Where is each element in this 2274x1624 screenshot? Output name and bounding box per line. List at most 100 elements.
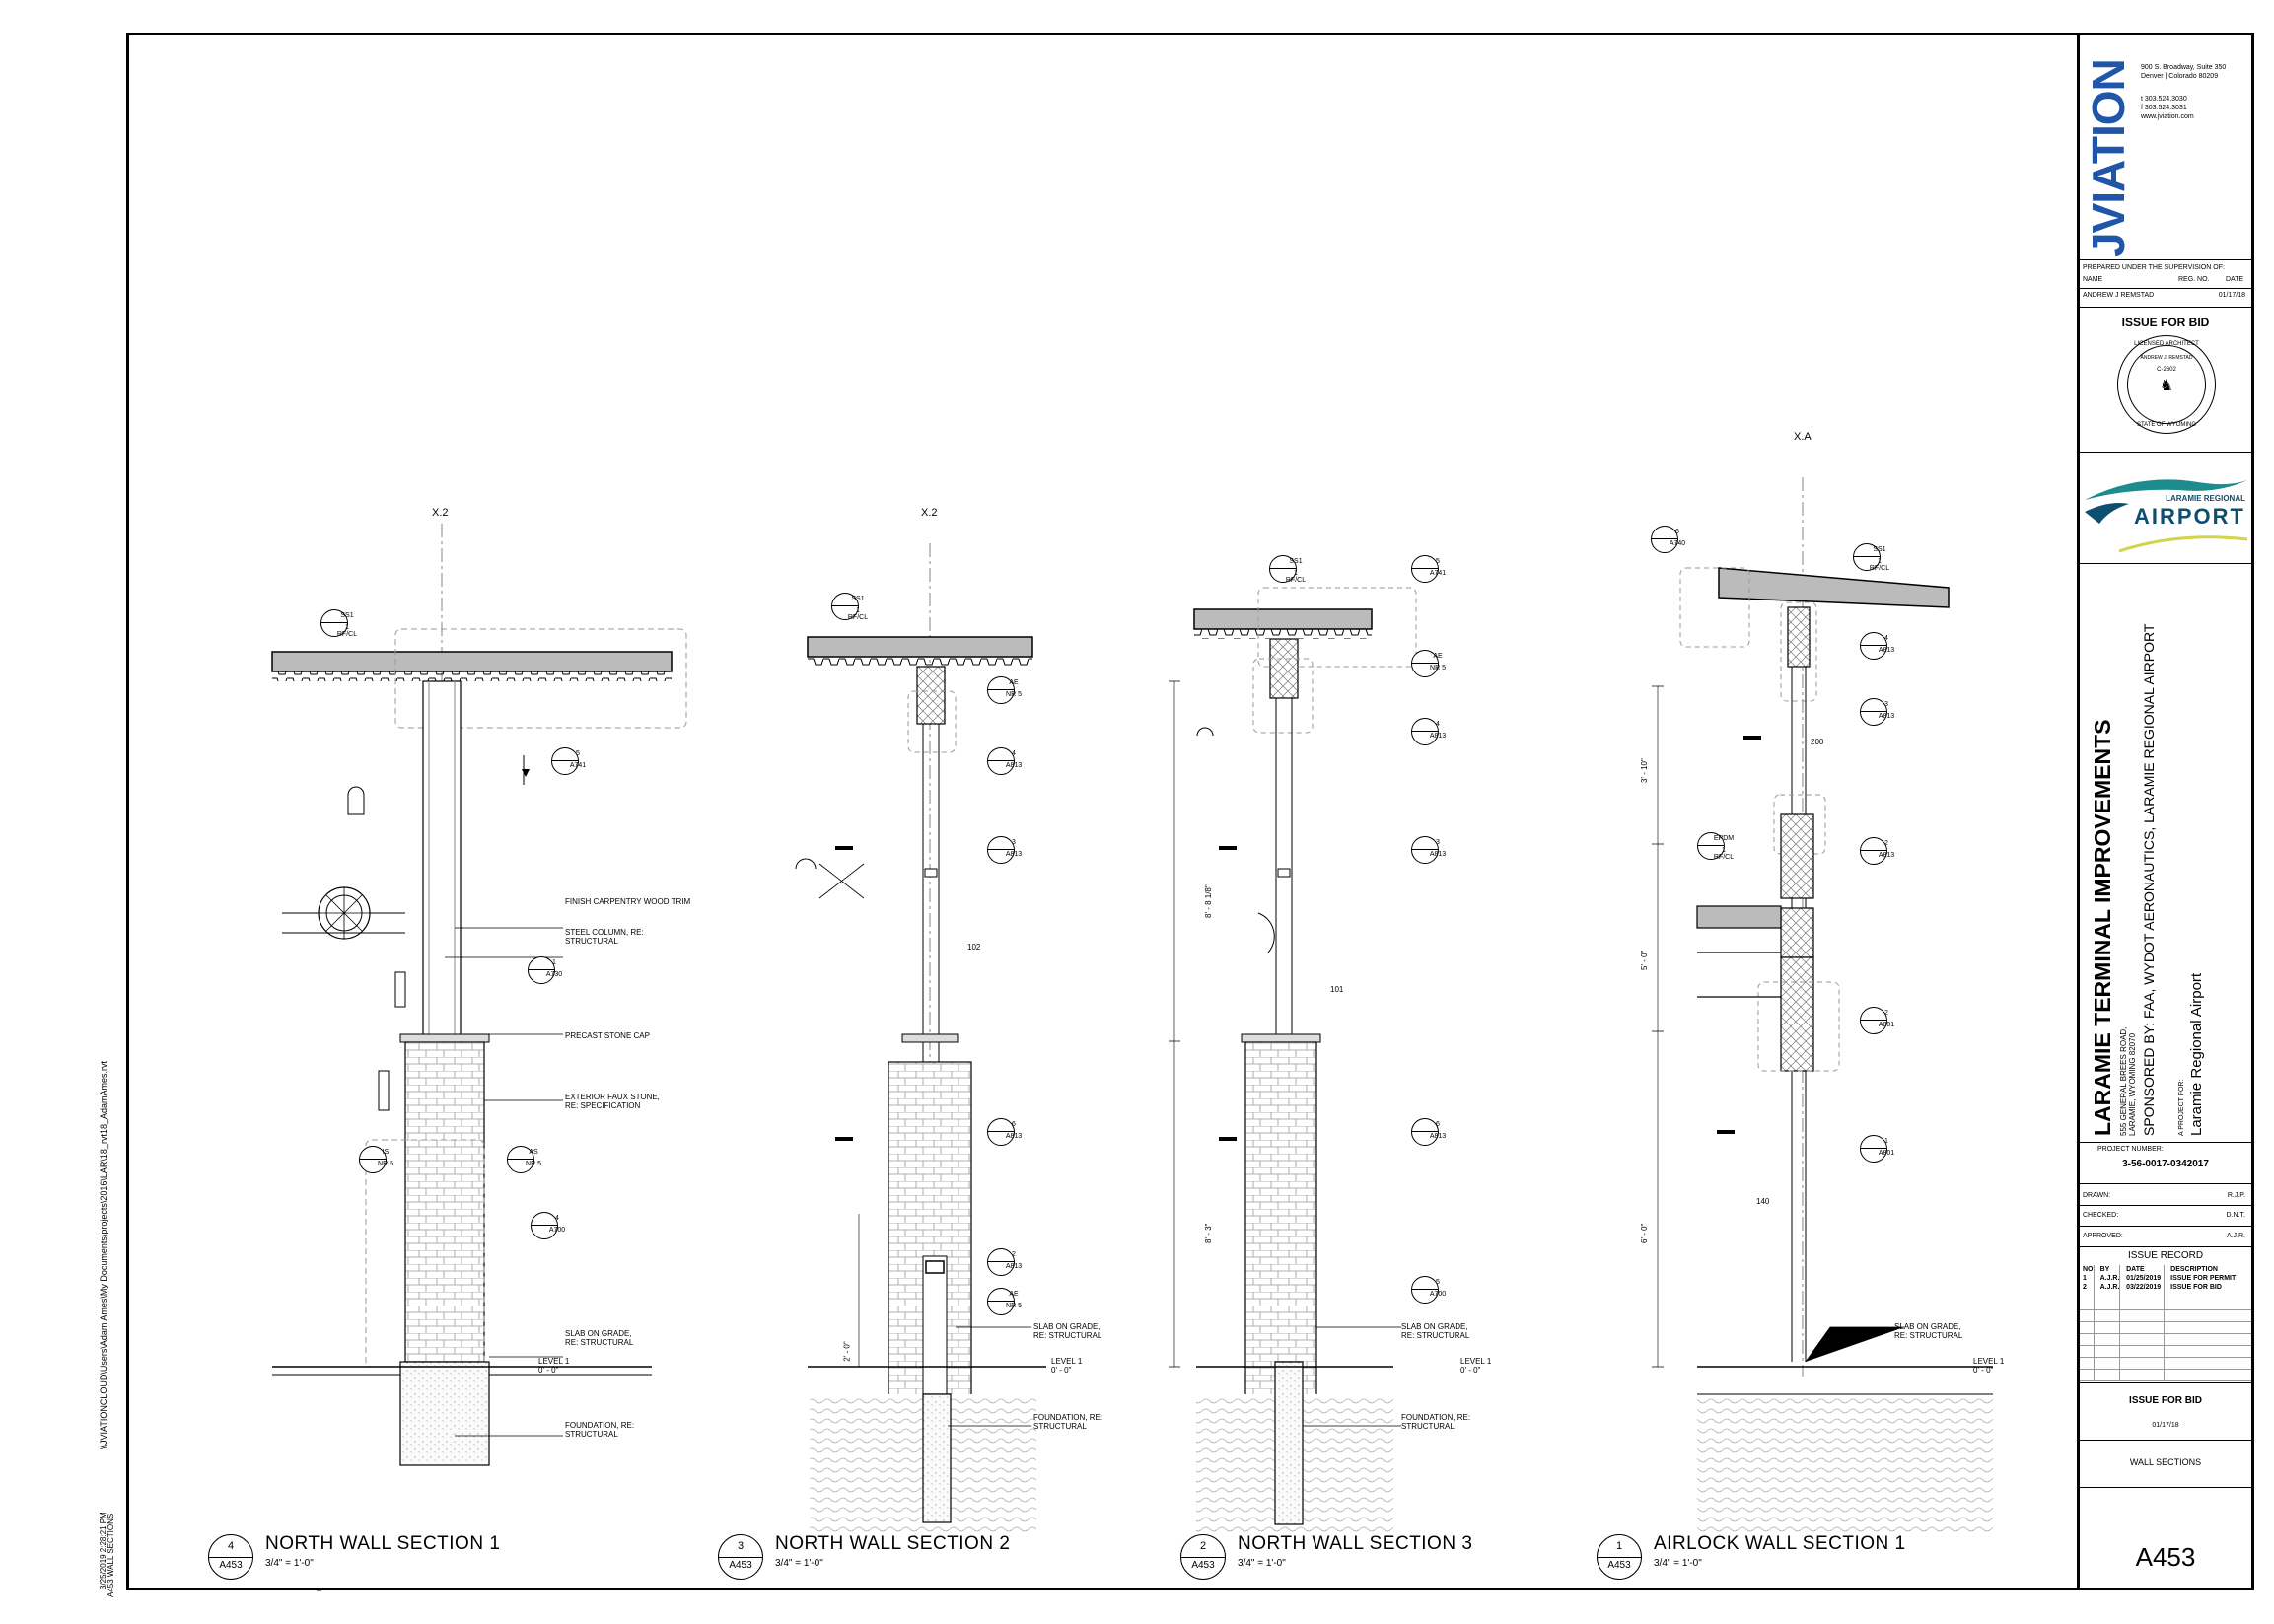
grid-label-x2-b: X.2 — [921, 507, 938, 519]
note-slab-1: SLAB ON GRADE, RE: STRUCTURAL — [565, 1329, 634, 1347]
note-stone-cap: PRECAST STONE CAP — [565, 1031, 650, 1040]
section-1 — [271, 524, 687, 1466]
note-slab-4: SLAB ON GRADE, RE: STRUCTURAL — [1894, 1322, 1963, 1340]
view-title-3: NORTH WALL SECTION 3 — [1238, 1533, 1473, 1554]
project-client: Laramie Regional Airport — [2188, 972, 2205, 1136]
note-foundation-2: FOUNDATION, RE: STRUCTURAL — [1033, 1413, 1103, 1431]
note-finish-carpentry: FINISH CARPENTRY WOOD TRIM — [565, 897, 691, 906]
view-title-1: NORTH WALL SECTION 1 — [265, 1533, 501, 1554]
architect-seal: LICENSED ARCHITECT ANDREW J. REMSTAD C-2… — [2117, 335, 2216, 434]
title-block: JVIATION 900 S. Broadway, Suite 350 Denv… — [2077, 35, 2251, 1588]
project-number: 3-56-0017-0342017 — [2122, 1159, 2209, 1169]
project-address: 555 GENERAL BREES ROAD, LARAMIE, WYOMING… — [2119, 1026, 2137, 1136]
note-faux-stone: EXTERIOR FAUX STONE, RE: SPECIFICATION — [565, 1093, 660, 1110]
supervision-block: PREPARED UNDER THE SUPERVISION OF: NAME … — [2080, 260, 2251, 308]
project-number-block: PROJECT NUMBER: 3-56-0017-0342017 — [2080, 1143, 2251, 1184]
view-scale-3: 3/4" = 1'-0" — [1238, 1558, 1286, 1569]
room-200: 200 — [1811, 738, 1824, 746]
view-scale-2: 3/4" = 1'-0" — [775, 1558, 823, 1569]
view-scale-1: 3/4" = 1'-0" — [265, 1558, 314, 1569]
section-4 — [1652, 477, 1993, 1532]
room-140: 140 — [1756, 1197, 1770, 1206]
view-title-2: NORTH WALL SECTION 2 — [775, 1533, 1011, 1554]
project-sponsor: SPONSORED BY: FAA, WYDOT AERONAUTICS, LA… — [2141, 623, 2157, 1136]
room-101: 101 — [1330, 985, 1344, 994]
room-102: 102 — [967, 943, 981, 952]
grid-label-xa: X.A — [1794, 431, 1812, 443]
sheet-side-label: A453 WALL SECTIONS — [107, 1513, 115, 1597]
issue-status-block: ISSUE FOR BID 01/17/18 — [2080, 1383, 2251, 1441]
sheet-title-block: WALL SECTIONS — [2080, 1441, 2251, 1488]
project-for-label: A PROJECT FOR: — [2178, 1079, 2185, 1136]
firm-address: 900 S. Broadway, Suite 350 Denver | Colo… — [2141, 64, 2227, 120]
section-3 — [1169, 587, 1417, 1532]
project-block: LARAMIE TERMINAL IMPROVEMENTS 555 GENERA… — [2080, 564, 2251, 1143]
wall-sections-drawing — [271, 477, 1993, 1591]
client-logo-block: LARAMIE REGIONAL AIRPORT — [2080, 453, 2251, 564]
note-steel-column: STEEL COLUMN, RE: STRUCTURAL — [565, 928, 644, 946]
stamp-block: ISSUE FOR BID LICENSED ARCHITECT ANDREW … — [2080, 308, 2251, 453]
credits-block: DRAWN:R.J.P. CHECKED:D.N.T. APPROVED:A.J… — [2080, 1184, 2251, 1247]
project-title: LARAMIE TERMINAL IMPROVEMENTS — [2090, 719, 2115, 1136]
sheet-title: WALL SECTIONS — [2129, 1457, 2202, 1467]
section-2 — [795, 543, 1046, 1532]
note-foundation-1: FOUNDATION, RE: STRUCTURAL — [565, 1421, 635, 1439]
note-foundation-3: FOUNDATION, RE: STRUCTURAL — [1401, 1413, 1471, 1431]
stamp-issue-title: ISSUE FOR BID — [2121, 316, 2210, 329]
note-slab-2: SLAB ON GRADE, RE: STRUCTURAL — [1033, 1322, 1102, 1340]
file-path-label: \\JVIATIONCLOUD\Users\Adam Ames\My Docum… — [99, 1061, 108, 1449]
firm-block: JVIATION 900 S. Broadway, Suite 350 Denv… — [2080, 35, 2251, 260]
sheet-number: A453 — [2135, 1542, 2196, 1572]
dim-2-0: 2' - 0" — [842, 1341, 852, 1362]
firm-logo: JVIATION — [2083, 59, 2134, 257]
view-scale-4: 3/4" = 1'-0" — [1654, 1558, 1702, 1569]
sheet-number-block: A453 — [2080, 1488, 2251, 1587]
grid-label-x2-a: X.2 — [432, 507, 449, 519]
note-slab-3: SLAB ON GRADE, RE: STRUCTURAL — [1401, 1322, 1470, 1340]
view-title-4: AIRLOCK WALL SECTION 1 — [1654, 1533, 1906, 1554]
airport-logo — [2085, 479, 2248, 553]
